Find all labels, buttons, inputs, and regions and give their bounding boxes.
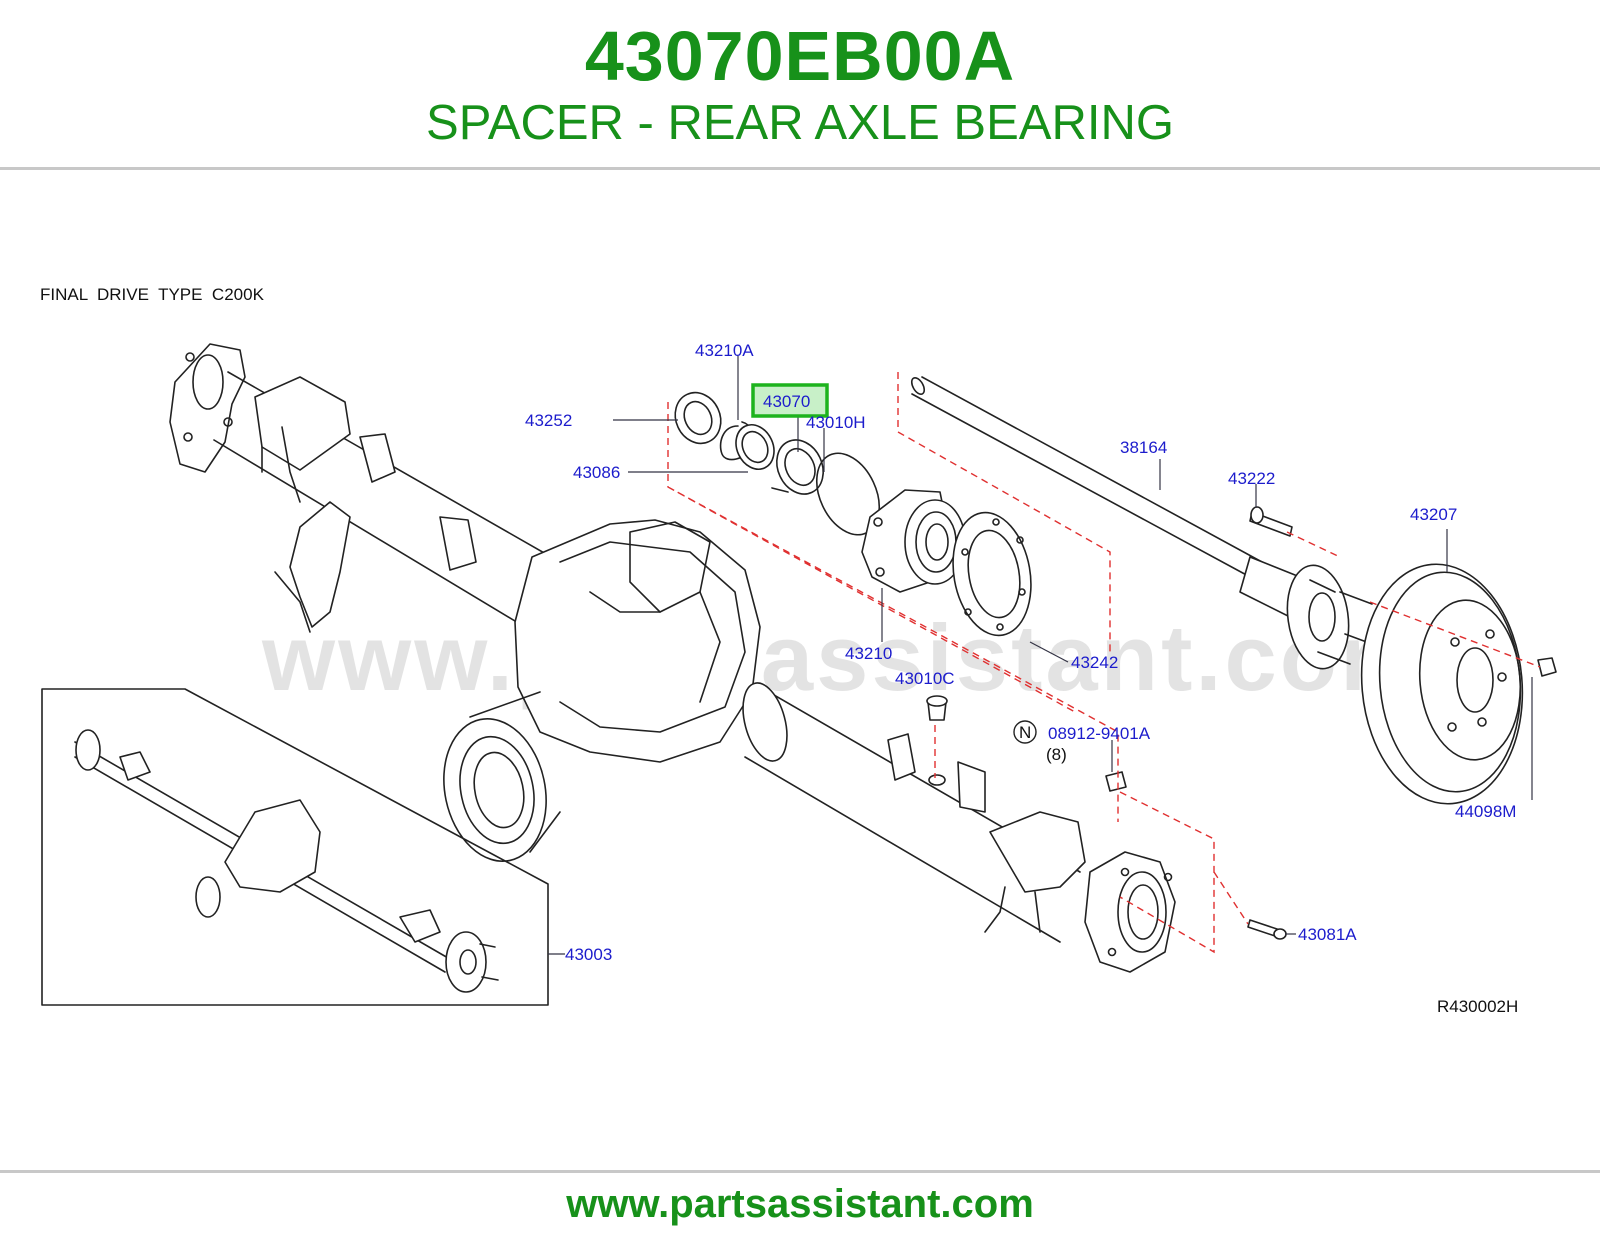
callout-43003[interactable]: 43003 (565, 945, 612, 964)
callout-43070[interactable]: 43070 (763, 392, 810, 411)
callout-38164[interactable]: 38164 (1120, 438, 1167, 457)
highlight-43070 (751, 383, 829, 418)
final-drive-note: FINAL DRIVE TYPE C200K (40, 285, 265, 304)
page-header: 43070EB00A SPACER - REAR AXLE BEARING (0, 0, 1600, 168)
part-number-title: 43070EB00A (584, 17, 1016, 95)
exploded-parts-diagram: www.partsassistant.com FINAL DRIVE TYPE … (40, 285, 1557, 1016)
watermark: www.partsassistant.com (261, 605, 1427, 710)
n-symbol-circle (1013, 720, 1037, 744)
callout-43081A[interactable]: 43081A (1298, 925, 1357, 944)
callout-43010H[interactable]: 43010H (806, 413, 866, 432)
axle-housing-drawing (169, 343, 1176, 973)
footer-url[interactable]: www.partsassistant.com (566, 1182, 1034, 1226)
drawing-reference: R430002H (1437, 997, 1518, 1016)
assembly-dashed-lines (667, 372, 1541, 954)
callout-43210A[interactable]: 43210A (695, 341, 754, 360)
callout-08912-9401A[interactable]: 08912-9401A (1048, 724, 1151, 743)
bearing-parts-drawing (674, 376, 1557, 940)
callout-43242[interactable]: 43242 (1071, 653, 1118, 672)
header-divider (0, 167, 1600, 170)
callout-08912-qty: (8) (1046, 745, 1067, 764)
callout-43210[interactable]: 43210 (845, 644, 892, 663)
callout-44098M[interactable]: 44098M (1455, 802, 1516, 821)
part-description: SPACER - REAR AXLE BEARING (426, 96, 1174, 150)
callout-leaders (548, 356, 1533, 955)
callout-43086[interactable]: 43086 (573, 463, 620, 482)
callout-43207[interactable]: 43207 (1410, 505, 1457, 524)
callout-43252[interactable]: 43252 (525, 411, 572, 430)
inset-axle-assembly (41, 688, 549, 1006)
footer-divider (0, 1170, 1600, 1173)
callout-43222[interactable]: 43222 (1228, 469, 1275, 488)
n-symbol: N (1019, 723, 1031, 742)
callout-43010C[interactable]: 43010C (895, 669, 955, 688)
